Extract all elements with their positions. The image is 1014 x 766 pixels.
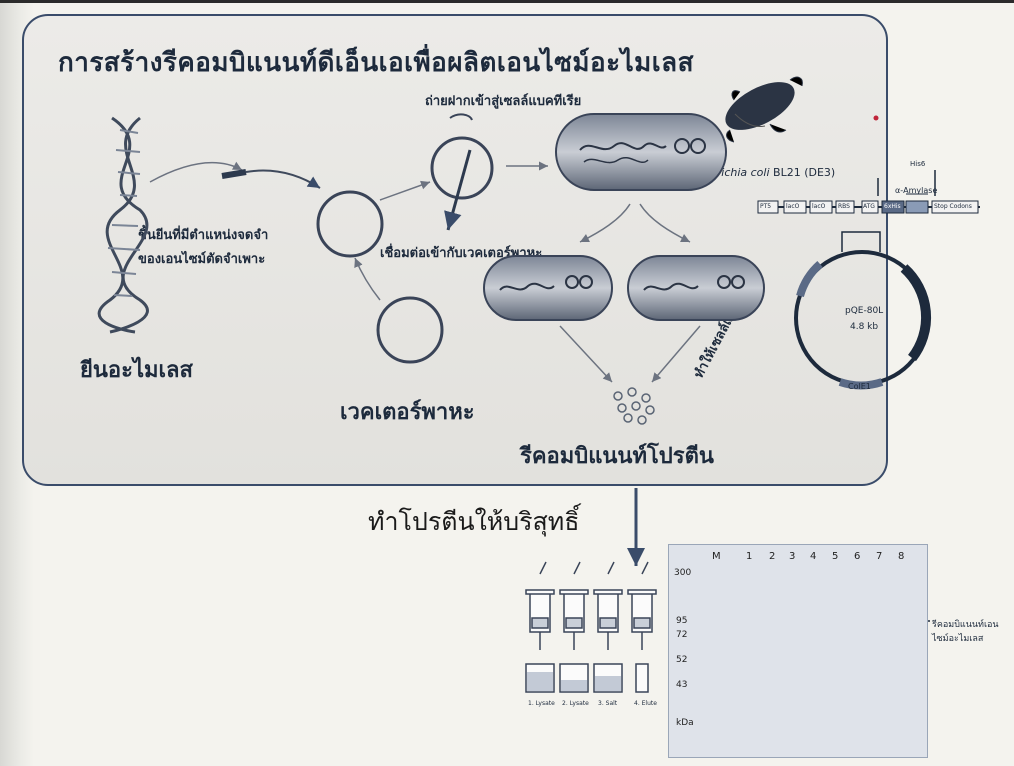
- recombinant-plasmid-icon: [318, 192, 382, 256]
- lane-label: 5: [832, 551, 838, 562]
- construct-pt5: PT5: [760, 203, 771, 210]
- construct-atg: ATG: [863, 203, 875, 210]
- construct-rbs: RBS: [838, 203, 850, 210]
- bacteria-cell-icon: [484, 256, 612, 320]
- lane-label: 3: [789, 551, 795, 562]
- column-label: 3. Salt: [598, 700, 617, 707]
- dna-helix-icon: [99, 118, 147, 332]
- lane-label: 4: [810, 551, 816, 562]
- construct-laco-2: lacO: [812, 203, 825, 210]
- amylase-label: α-Amylase: [895, 186, 937, 195]
- purification-columns-icon: [526, 562, 656, 692]
- gene-fragment-icon: [150, 163, 320, 188]
- lane-label: 1: [746, 551, 752, 562]
- plasmid-size: 4.8 kb: [850, 322, 878, 332]
- marker-300: 300: [674, 568, 691, 578]
- lane-label: 2: [769, 551, 775, 562]
- bacteria-cell-icon: [556, 114, 726, 190]
- marker-43: 43: [676, 680, 687, 690]
- construct-laco: lacO: [786, 203, 799, 210]
- column-label: 4. Elute: [634, 700, 657, 707]
- sds-page-gel: [668, 544, 928, 758]
- band-label: รีคอมบิแนนท์เอนไซม์อะไมเลส: [932, 617, 1012, 645]
- plasmid-name: pQE-80L: [845, 306, 883, 316]
- construct-his: 6xHis: [884, 203, 901, 210]
- construct-stop: Stop Codons: [934, 203, 972, 210]
- ori-label: ColE1: [848, 382, 871, 391]
- marker-52: 52: [676, 655, 687, 665]
- column-label: 2. Lysate: [562, 700, 589, 707]
- marker-95: 95: [676, 616, 687, 626]
- column-label: 1. Lysate: [528, 700, 555, 707]
- his-label: His6: [910, 160, 925, 168]
- marker-kda: kDa: [676, 718, 694, 728]
- lane-label: 8: [898, 551, 904, 562]
- red-dot-icon: [874, 116, 879, 121]
- lane-label: 6: [854, 551, 860, 562]
- bacteria-cell-icon: [628, 256, 764, 320]
- marker-72: 72: [676, 630, 687, 640]
- lane-label: 7: [876, 551, 882, 562]
- ecoli-micrograph-icon: [718, 72, 802, 142]
- vector-plasmid-icon: [378, 298, 442, 362]
- transform-plasmid-icon: [432, 138, 492, 198]
- lane-label: M: [712, 551, 721, 562]
- protein-particles-icon: [614, 388, 654, 424]
